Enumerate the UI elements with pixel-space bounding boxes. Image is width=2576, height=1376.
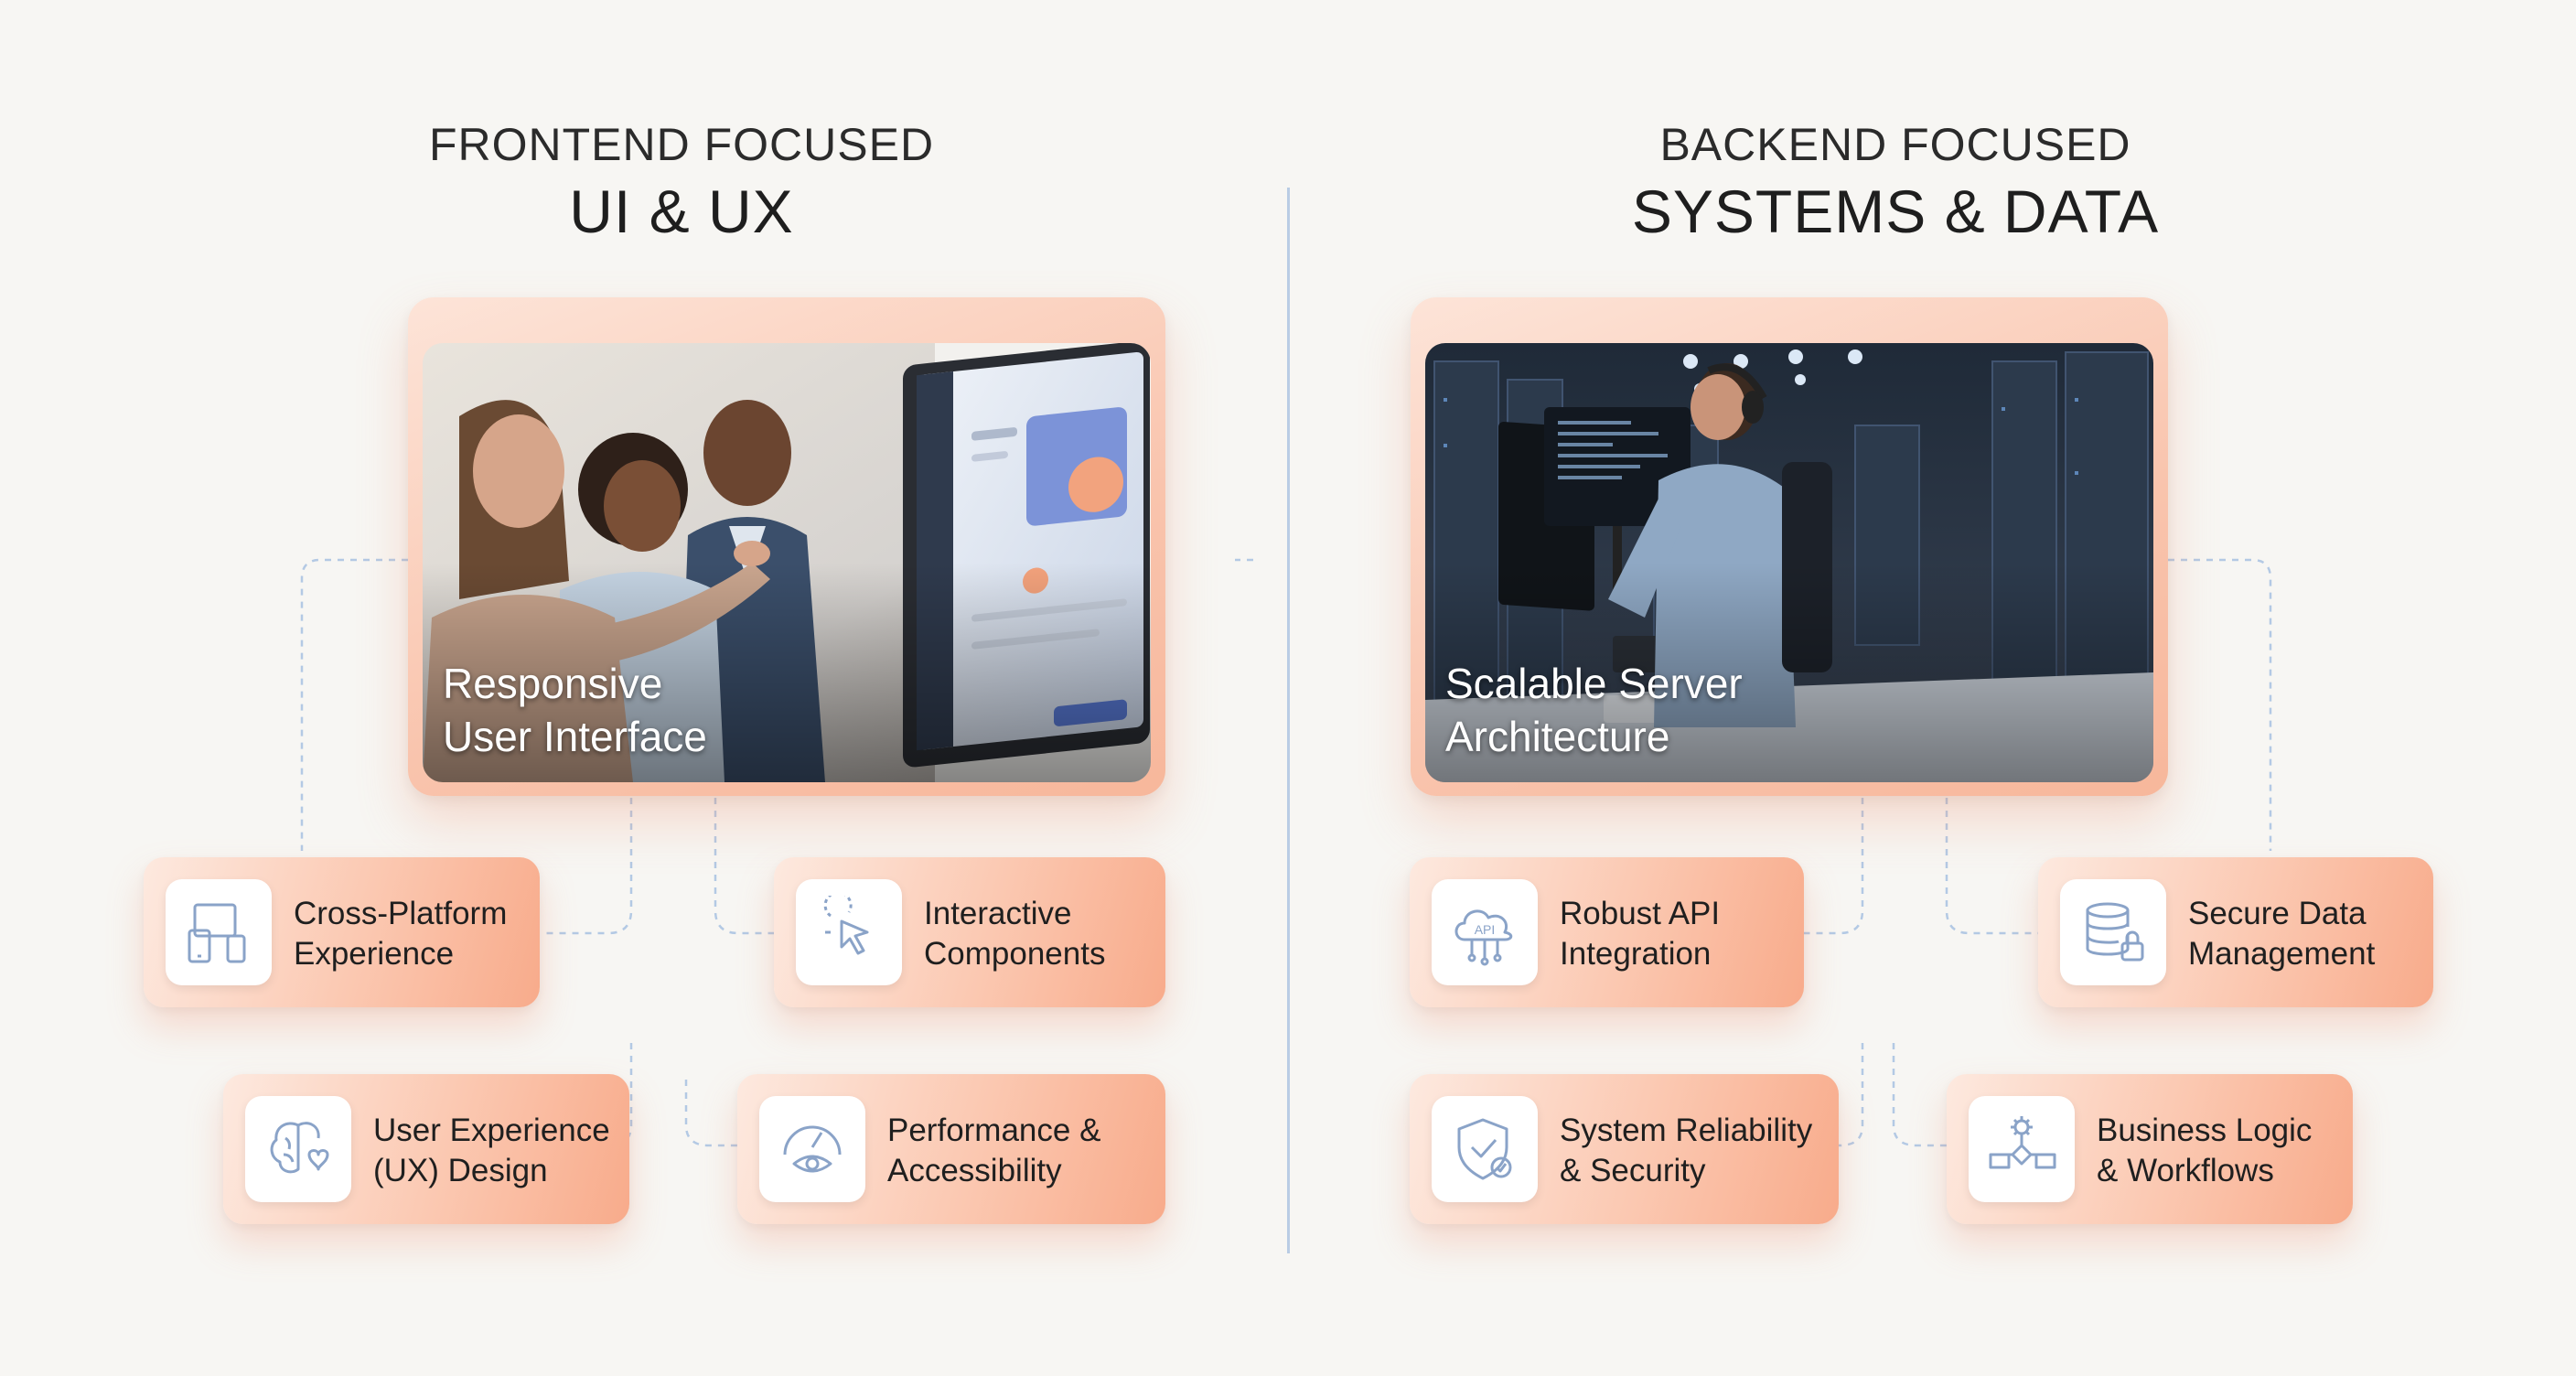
card-label: User Experience (UX) Design xyxy=(373,1111,610,1191)
card-line1: Interactive xyxy=(924,896,1072,931)
card-line2: Management xyxy=(2188,936,2376,972)
card-cross-platform: Cross-Platform Experience xyxy=(144,857,540,1007)
card-system-reliability: System Reliability & Security xyxy=(1410,1074,1839,1224)
frontend-heading: FRONTEND FOCUSED UI & UX xyxy=(316,114,1047,248)
backend-hero-caption-line2: Architecture xyxy=(1445,713,1670,760)
backend-hero-card: Scalable Server Architecture xyxy=(1411,297,2168,796)
card-label: System Reliability & Security xyxy=(1560,1111,1812,1191)
backend-heading: BACKEND FOCUSED SYSTEMS & DATA xyxy=(1530,114,2261,248)
card-label: Interactive Components xyxy=(924,894,1105,974)
frontend-hero-caption: Responsive User Interface xyxy=(443,657,707,763)
backend-title: SYSTEMS & DATA xyxy=(1631,177,2160,245)
backend-subtitle: BACKEND FOCUSED xyxy=(1659,119,2131,170)
frontend-hero-caption-line2: User Interface xyxy=(443,713,707,760)
card-line2: Accessibility xyxy=(887,1153,1062,1188)
backend-hero-caption: Scalable Server Architecture xyxy=(1445,657,1743,763)
card-interactive-components: Interactive Components xyxy=(774,857,1165,1007)
team-at-touchscreen-image xyxy=(423,343,1151,782)
card-line1: Robust API xyxy=(1560,896,1721,931)
card-label: Robust API Integration xyxy=(1560,894,1720,974)
frontend-subtitle: FRONTEND FOCUSED xyxy=(428,119,935,170)
card-secure-data: Secure Data Management xyxy=(2038,857,2433,1007)
card-label: Secure Data Management xyxy=(2188,894,2375,974)
gauge-eye-icon xyxy=(759,1096,865,1202)
card-ux-design: User Experience (UX) Design xyxy=(223,1074,629,1224)
center-divider xyxy=(1287,188,1290,1253)
shield-check-icon xyxy=(1432,1096,1538,1202)
frontend-hero-caption-line1: Responsive xyxy=(443,660,663,707)
workflow-gear-icon xyxy=(1969,1096,2075,1202)
card-line1: Cross-Platform xyxy=(294,896,508,931)
frontend-hero-card: Responsive User Interface xyxy=(408,297,1165,796)
card-line1: Business Logic xyxy=(2097,1113,2313,1148)
card-line2: Integration xyxy=(1560,936,1712,972)
card-label: Cross-Platform Experience xyxy=(294,894,507,974)
card-line2: Components xyxy=(924,936,1106,972)
card-label: Business Logic & Workflows xyxy=(2097,1111,2312,1191)
card-line1: Performance & xyxy=(887,1113,1101,1148)
card-line2: Experience xyxy=(294,936,455,972)
card-line1: User Experience xyxy=(373,1113,610,1148)
card-line2: & Security xyxy=(1560,1153,1706,1188)
cloud-api-icon: API xyxy=(1432,879,1538,985)
database-lock-icon xyxy=(2060,879,2166,985)
api-icon-text: API xyxy=(1475,922,1496,937)
brain-heart-icon xyxy=(245,1096,351,1202)
card-business-logic: Business Logic & Workflows xyxy=(1947,1074,2353,1224)
pointer-click-icon xyxy=(796,879,902,985)
backend-hero-caption-line1: Scalable Server xyxy=(1445,660,1743,707)
card-line1: System Reliability xyxy=(1560,1113,1813,1148)
card-performance-accessibility: Performance & Accessibility xyxy=(737,1074,1165,1224)
server-room-engineer-image xyxy=(1425,343,2153,782)
frontend-title: UI & UX xyxy=(569,177,794,245)
card-line2: & Workflows xyxy=(2097,1153,2274,1188)
devices-icon xyxy=(166,879,272,985)
card-line2: (UX) Design xyxy=(373,1153,548,1188)
card-label: Performance & Accessibility xyxy=(887,1111,1100,1191)
card-robust-api: API Robust API Integration xyxy=(1410,857,1804,1007)
card-line1: Secure Data xyxy=(2188,896,2367,931)
